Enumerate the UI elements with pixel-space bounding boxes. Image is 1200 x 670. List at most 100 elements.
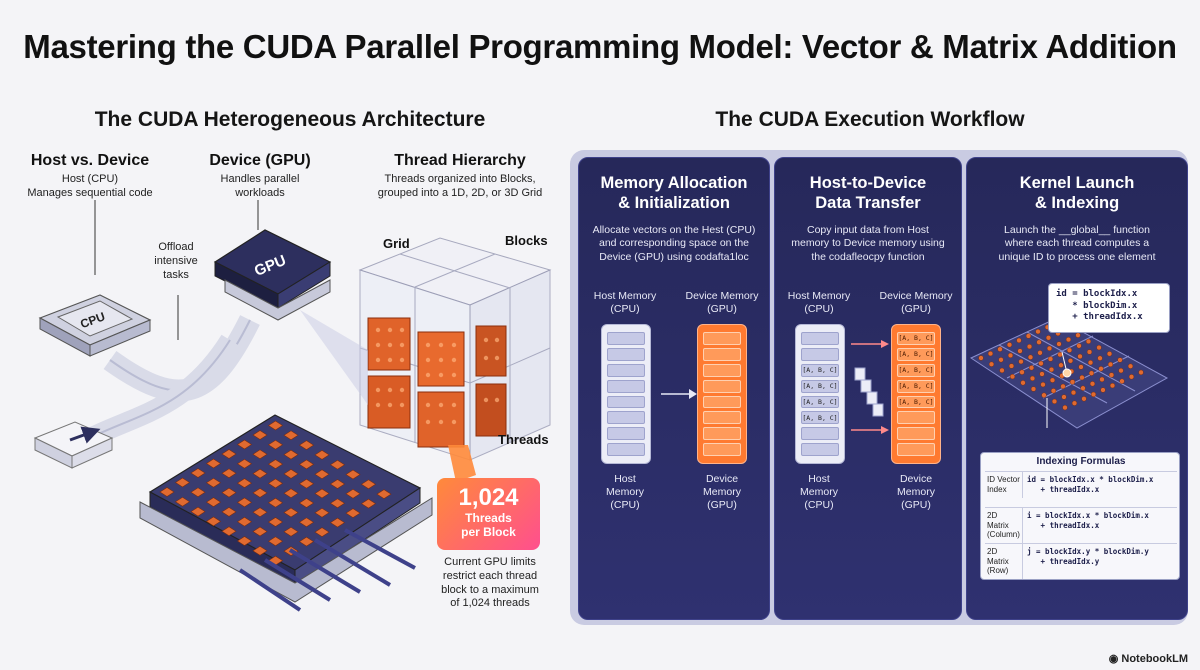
kernel-thread — [1076, 343, 1082, 349]
kernel-thread — [1007, 352, 1014, 359]
kernel-thread — [1029, 375, 1036, 382]
panel2-host-top: Host Memory (CPU) — [787, 290, 851, 316]
formula-label: ID Vector Index — [985, 472, 1023, 498]
kernel-thread — [1065, 336, 1072, 343]
kernel-thread — [1035, 328, 1041, 335]
kernel-thread — [1066, 347, 1073, 353]
gpu-core — [205, 516, 222, 527]
thread-id-code-box: id = blockIdx.x * blockDim.x + threadIdx… — [1048, 283, 1170, 333]
gpu-board — [139, 414, 433, 612]
gpu-core — [267, 497, 284, 508]
kernel-thread — [1017, 348, 1023, 354]
kernel-thread — [1098, 366, 1104, 372]
notebook-logo-icon: ◉ — [1108, 653, 1122, 665]
kernel-thread — [1099, 376, 1105, 383]
device-slot: [A, B, C] — [897, 332, 935, 345]
architecture-title: The CUDA Heterogeneous Architecture — [94, 108, 486, 131]
panel2-transfer-arrows — [851, 340, 889, 434]
host-slot: [A, B, C] — [801, 363, 839, 377]
kernel-thread — [1047, 356, 1054, 362]
kernel-thread — [999, 367, 1005, 374]
device-slot: [A, B, C] — [897, 379, 935, 393]
kernel-thread — [1078, 364, 1084, 370]
gpu-core — [329, 459, 346, 470]
formula-row: 2D Matrix (Column) i = blockIdx.x * bloc… — [985, 507, 1177, 543]
kernel-thread — [1061, 394, 1067, 400]
gpu-core — [298, 459, 315, 470]
kernel-thread — [1075, 332, 1081, 338]
kernel-thread — [1037, 350, 1043, 356]
formula-row: ID Vector Index id = blockIdx.x * blockD… — [985, 471, 1177, 498]
kernel-thread — [1128, 374, 1135, 380]
formula-label: 2D Matrix (Column) — [985, 508, 1023, 543]
gpu-core — [360, 479, 377, 490]
indexing-formulas-table: Indexing Formulas ID Vector Index id = b… — [980, 452, 1180, 580]
kernel-thread — [1049, 377, 1056, 383]
kernel-thread — [1040, 381, 1046, 388]
brand-name: NotebookLM — [1121, 653, 1188, 665]
kernel-thread — [1045, 335, 1052, 341]
formula-code: id = blockIdx.x * blockDim.x + threadIdx… — [1027, 475, 1154, 494]
indexing-formulas-title: Indexing Formulas — [1036, 456, 1126, 467]
kernel-thread — [1081, 396, 1087, 402]
gpu-core — [314, 450, 330, 460]
gpu-core — [252, 488, 268, 498]
gpu-core — [190, 506, 206, 517]
kernel-thread — [1088, 370, 1095, 376]
gpu-core — [190, 468, 206, 478]
kernel-thread — [1127, 363, 1134, 369]
gpu-core — [221, 507, 237, 517]
thread-hierarchy-heading: Thread Hierarchy — [394, 152, 526, 169]
kernel-thread — [1020, 380, 1026, 386]
gpu-core — [267, 478, 284, 489]
threads-label: Threads — [498, 432, 549, 447]
kernel-thread — [1096, 344, 1102, 351]
kernel-thread — [1026, 343, 1033, 350]
kernel-thread — [1117, 357, 1123, 363]
badge-number: 1,024 — [458, 484, 519, 511]
kernel-thread — [1028, 365, 1035, 371]
kernel-thread — [1051, 398, 1058, 405]
cpu-chip: CPU — [38, 294, 152, 357]
panel1-device-memory — [697, 324, 747, 464]
gpu-core — [221, 449, 237, 459]
panel2-device-top: Device Memory (GPU) — [879, 290, 953, 316]
gpu-core — [236, 439, 253, 450]
gpu-core — [345, 469, 361, 480]
gpu-core — [190, 487, 206, 498]
panel1-arrow-icon — [661, 389, 697, 399]
gpu-core — [267, 459, 284, 469]
kernel-thread — [1106, 351, 1113, 357]
kernel-thread — [1008, 363, 1015, 369]
gpu-core — [267, 517, 284, 527]
gpu-core — [205, 477, 222, 488]
kernel-thread — [1056, 341, 1062, 347]
kernel-thread — [1048, 366, 1055, 373]
grid-label: Grid — [383, 236, 410, 251]
kernel-thread — [1138, 369, 1144, 376]
gpu-chip: GPU — [213, 229, 332, 321]
panel1-host-memory — [601, 324, 651, 464]
device-slot: [A, B, C] — [897, 395, 935, 409]
kernel-thread — [1071, 400, 1078, 406]
kernel-thread — [1086, 349, 1093, 355]
gpu-core — [236, 516, 253, 527]
kernel-thread — [1030, 386, 1037, 392]
thread-limit-text: Current GPU limits restrict each thread … — [441, 556, 539, 610]
kernel-thread — [1090, 391, 1097, 398]
kernel-thread — [998, 357, 1004, 363]
panel1-host-top: Host Memory (CPU) — [593, 290, 657, 316]
offload-label: Offload intensive tasks — [154, 241, 198, 281]
panel2-heading: Host-to-Device Data Transfer — [809, 174, 927, 212]
device-gpu-heading: Device (GPU) — [209, 152, 311, 169]
panel2-host-memory: [A, B, C] [A, B, C] [A, B, C] [A, B, C] — [795, 324, 845, 464]
gpu-core — [174, 477, 191, 488]
gpu-core — [267, 439, 284, 450]
blocks-label: Blocks — [505, 233, 548, 248]
thread-hierarchy-column: Thread Hierarchy Threads organized into … — [355, 152, 565, 201]
gpu-core — [283, 507, 299, 518]
kernel-thread — [1087, 359, 1094, 366]
gpu-core — [345, 488, 361, 499]
host-vs-device-column: Host vs. Device Host (CPU) Manages seque… — [10, 152, 170, 201]
panel2-text: Copy input data from Host memory to Devi… — [791, 223, 945, 263]
